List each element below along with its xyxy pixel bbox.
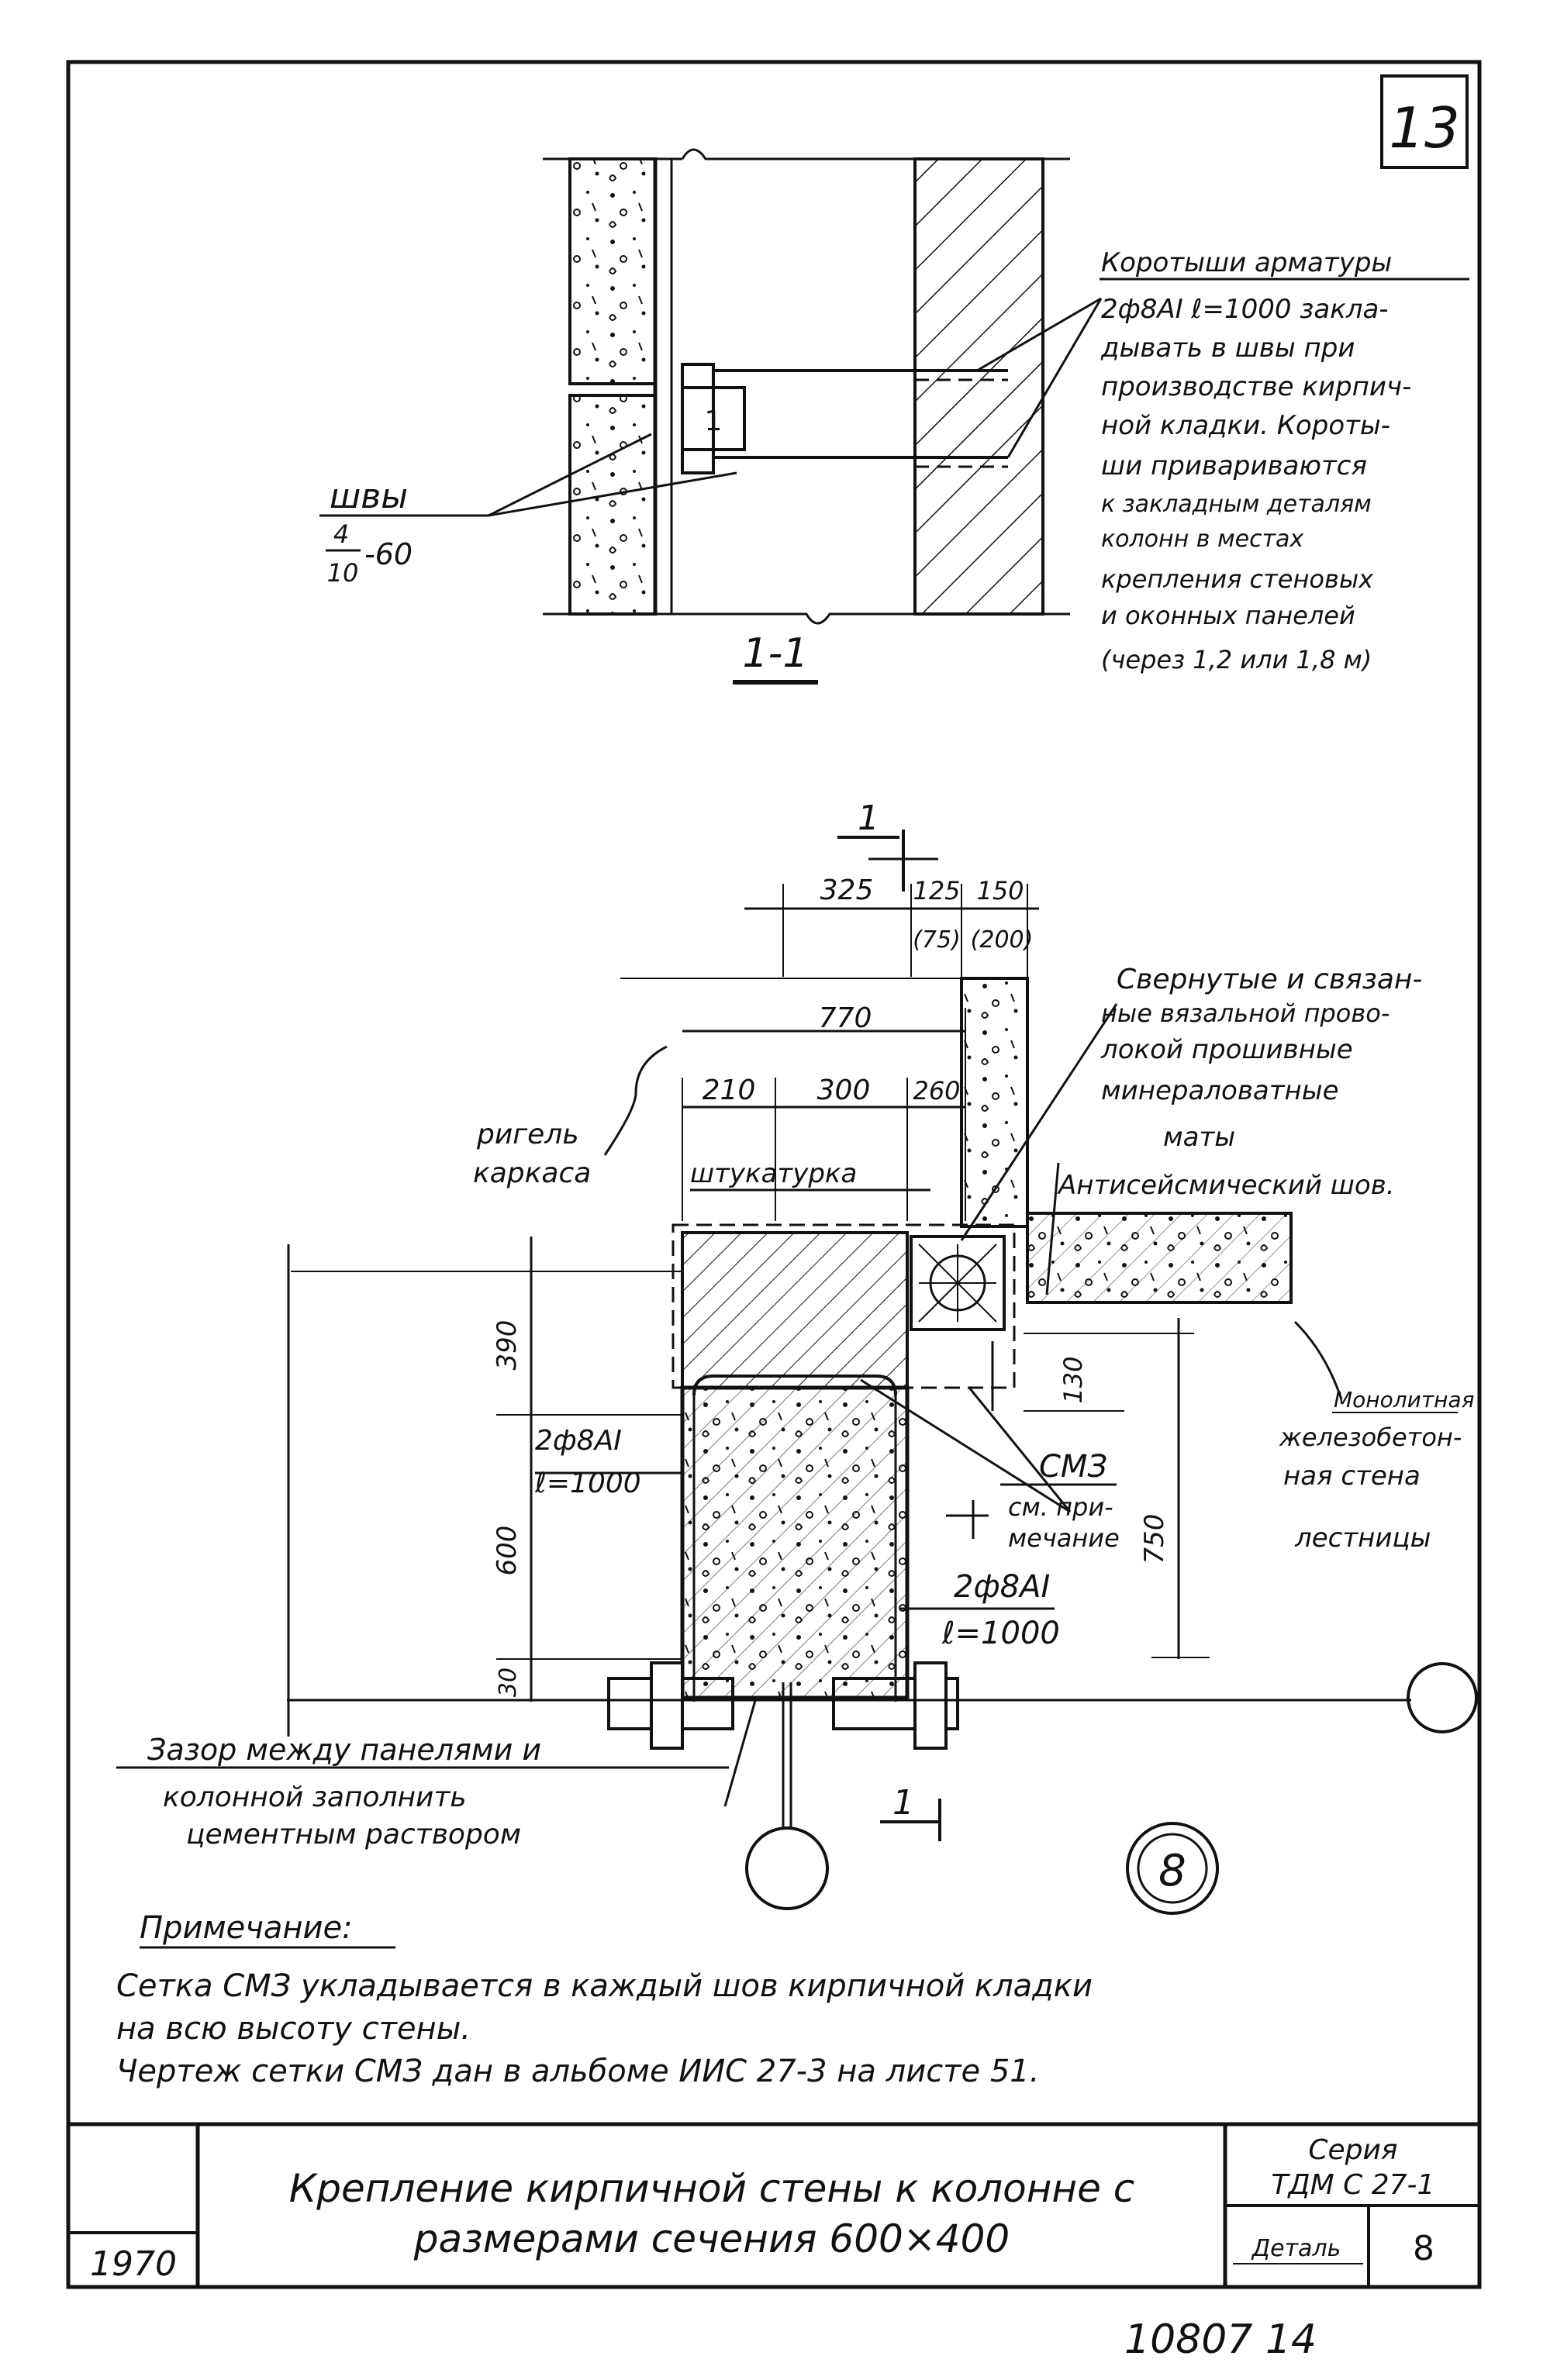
dim-125: 125 xyxy=(913,876,960,905)
axis-bubble-bottom xyxy=(745,1826,829,1910)
dim-30: 30 xyxy=(495,1668,522,1697)
detail-circle-outer xyxy=(1126,1822,1219,1915)
section-column xyxy=(913,157,1044,616)
dim-200: (200) xyxy=(971,926,1034,954)
rebar-note-line-8: крепления стеновых xyxy=(1101,564,1374,594)
plan-labels: Свернутые и связан- ные вязальной прово-… xyxy=(116,964,1474,1851)
rebar-note-line-3: производстве кирпич- xyxy=(1101,371,1411,402)
footer-code: 10807 14 xyxy=(1124,2316,1317,2363)
dim-390: 390 xyxy=(492,1320,523,1371)
brick-wall xyxy=(960,977,1029,1228)
notes-line-0: Сетка СМЗ укладывается в каждый шов кирп… xyxy=(116,1968,1093,2004)
mats-note-1: ные вязальной прово- xyxy=(1101,999,1390,1028)
break-line-bottom xyxy=(543,612,1070,625)
plaster-label: штукатурка xyxy=(690,1158,857,1189)
section-marker-top: 1 xyxy=(858,799,879,838)
rebar-note-line-4: ной кладки. Короты- xyxy=(1101,410,1390,441)
detail-value: 8 xyxy=(1413,2229,1434,2268)
mineral-mats xyxy=(910,1235,1006,1331)
section-panel-lower xyxy=(568,394,657,616)
dim-300: 300 xyxy=(817,1074,871,1106)
beam-section xyxy=(681,1231,909,1389)
mono-wall-0: Монолитная xyxy=(1334,1387,1474,1412)
mats-note-0: Свернутые и связан- xyxy=(1117,964,1422,995)
dim-150: 150 xyxy=(976,876,1024,905)
title-block: 1970 Крепление кирпичной стены к колонне… xyxy=(68,2122,1479,2287)
mono-wall-2: ная стена xyxy=(1283,1461,1421,1492)
notes-line-1: на всю высоту стены. xyxy=(116,2011,471,2047)
section-label: 1-1 xyxy=(743,630,809,677)
page-number: 13 xyxy=(1389,95,1460,160)
break-line-top xyxy=(543,148,1070,160)
detail-number: 8 xyxy=(1158,1846,1186,1896)
seams-fraction-num: 4 xyxy=(333,519,349,549)
rebar-right-0: 2ф8АI xyxy=(954,1569,1050,1605)
seams-value: -60 xyxy=(364,537,413,571)
title-line-1: Крепление кирпичной стены к колонне с xyxy=(289,2166,1134,2211)
seams-fraction-den: 10 xyxy=(327,558,359,588)
title-line-2: размерами сечения 600×400 xyxy=(413,2216,1010,2261)
rebar-note-line-7: колонн в местах xyxy=(1101,526,1303,553)
mats-note-2: локой прошивные xyxy=(1100,1034,1353,1065)
dim-325: 325 xyxy=(820,874,874,906)
sheet-frame xyxy=(66,60,1482,2289)
dim-600: 600 xyxy=(492,1526,523,1576)
dim-130: 130 xyxy=(1058,1356,1088,1403)
rebar-note-line-5: ши привариваются xyxy=(1101,450,1367,481)
seismic-joint-label: Антисейсмический шов. xyxy=(1057,1170,1395,1201)
rebar-note: Коротыши арматуры 2ф8АI ℓ=1000 закла- ды… xyxy=(1100,247,1469,674)
gap-note-2: цементным раствором xyxy=(186,1819,521,1851)
detail-label: Деталь xyxy=(1251,2235,1341,2262)
plan-view: 1 325 125 150 (75) (200) 770 210 300 260 xyxy=(287,799,1478,1915)
dim-770: 770 xyxy=(819,1002,872,1034)
cm3-note-0: см. при- xyxy=(1008,1492,1113,1522)
section-panel-upper xyxy=(568,157,657,385)
cm3-note-1: мечание xyxy=(1008,1523,1120,1553)
dim-75: (75) xyxy=(913,926,961,954)
mats-note-3: минераловатные xyxy=(1101,1075,1339,1106)
rebar-note-line-0: Коротыши арматуры xyxy=(1101,247,1392,278)
gap-note-1: колонной заполнить xyxy=(163,1782,467,1813)
rebar-note-line-1: 2ф8АI ℓ=1000 закла- xyxy=(1101,294,1389,325)
mats-note-4: маты xyxy=(1163,1122,1235,1153)
mono-wall-3: лестницы xyxy=(1294,1523,1431,1554)
dim-750: 750 xyxy=(1139,1514,1170,1564)
rebar-left-0: 2ф8АI xyxy=(535,1425,622,1457)
mono-wall-1: железобетон- xyxy=(1279,1423,1462,1452)
section-tag: 1 xyxy=(705,405,723,437)
section-marker-bottom: 1 xyxy=(892,1783,914,1823)
notes: Примечание: Сетка СМЗ укладывается в каж… xyxy=(116,1910,1093,2089)
rebar-note-line-9: и оконных панелей xyxy=(1101,601,1355,630)
cm3-label: СМЗ xyxy=(1039,1449,1107,1485)
rebar-note-line-2: дывать в швы при xyxy=(1100,333,1355,364)
embedded-plate-right xyxy=(832,1677,959,1730)
seams-label: швы xyxy=(330,477,408,516)
section-1-1: 1 1-1 xyxy=(319,148,1103,685)
riegel-label-1: каркаса xyxy=(473,1157,591,1189)
series-code: ТДМ С 27-1 xyxy=(1272,2169,1435,2201)
rebar-right-1: ℓ=1000 xyxy=(941,1616,1060,1651)
series-label: Серия xyxy=(1308,2134,1397,2166)
year: 1970 xyxy=(90,2244,177,2284)
notes-line-2: Чертеж сетки СМЗ дан в альбоме ИИС 27-3 … xyxy=(116,2054,1039,2089)
seams-callout: швы 4 10 -60 xyxy=(326,477,413,588)
rebar-left-1: ℓ=1000 xyxy=(534,1468,641,1499)
rebar-note-line-6: к закладным деталям xyxy=(1101,491,1372,518)
dim-260: 260 xyxy=(913,1076,960,1105)
rebar-note-line-10: (через 1,2 или 1,8 м) xyxy=(1101,645,1372,674)
gap-note-0: Зазор между панелями и xyxy=(147,1733,541,1767)
axis-bubble-right xyxy=(1407,1662,1478,1733)
notes-heading: Примечание: xyxy=(140,1910,353,1946)
riegel-label-0: ригель xyxy=(476,1119,579,1150)
dim-210: 210 xyxy=(703,1074,756,1106)
page-number-box: 13 xyxy=(1380,74,1469,169)
